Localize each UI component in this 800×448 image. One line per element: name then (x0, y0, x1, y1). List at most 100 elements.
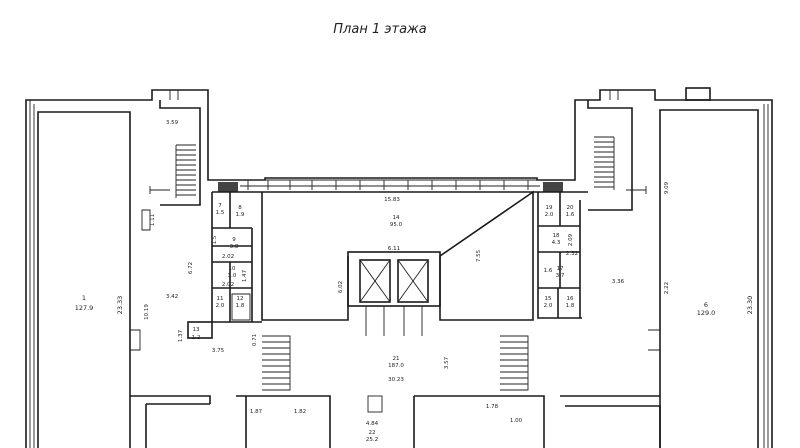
right-hall-area: 129.0 (697, 309, 716, 317)
right-roof-box (685, 87, 711, 101)
wc11-area: 2.0 (216, 303, 225, 309)
left-corr-0-71: 0.71 (252, 334, 258, 346)
lobby-stairs-left (262, 335, 291, 391)
elevator-doors (365, 306, 423, 336)
r20-num: 20 (567, 205, 574, 211)
central-6-02: 6.02 (338, 281, 344, 293)
wc-1-47: 1.47 (242, 269, 248, 282)
left-corr-len: 10.19 (144, 304, 150, 320)
central-7-55: 7.55 (476, 249, 482, 262)
elevator-left (359, 259, 391, 303)
r17-num: 17 (557, 266, 564, 272)
central-window-row (240, 179, 540, 190)
r16b-area: 1.8 (566, 303, 575, 309)
wc9-area: 3.8 (230, 244, 239, 250)
wc-2-02b: 2.02 (222, 282, 234, 288)
r20-area: 1.6 (566, 212, 575, 218)
side-door-frames (130, 329, 661, 351)
left-stair-width: 3.59 (166, 120, 179, 126)
wc11-num: 11 (217, 296, 224, 302)
lobby-1-87: 1.87 (250, 409, 263, 415)
r19-area: 2.0 (545, 212, 554, 218)
right-stair-arrow (626, 186, 647, 194)
elevator-right (397, 259, 429, 303)
central-area: 95.0 (390, 222, 403, 228)
left-hall-area: 127.9 (75, 304, 94, 312)
plan-title: План 1 этажа (333, 22, 426, 37)
wc8-area: 1.9 (236, 212, 245, 218)
wc-1-5: 1.5 (212, 235, 218, 244)
right-stair-block (587, 100, 633, 211)
left-corr-width2: 3.42 (166, 294, 178, 300)
right-corr-width: 3.36 (612, 279, 625, 285)
r18-area: 4.3 (552, 240, 561, 246)
wc8-num: 8 (238, 205, 242, 211)
left-wing-inner-wall (37, 111, 131, 448)
wc-2-02a: 2.02 (222, 254, 234, 260)
lobby-1-00: 1.00 (510, 418, 523, 424)
left-stair-marks (169, 90, 179, 100)
elevator-block (347, 251, 441, 307)
room22-width: 4.84 (366, 421, 379, 427)
wc7-area: 1.5 (216, 210, 225, 216)
right-wing-window-strip (763, 104, 769, 448)
room-13-area: 1.2 (192, 335, 201, 341)
room-13-num: 13 (193, 327, 200, 333)
lobby-1-82: 1.82 (294, 409, 306, 415)
r18-num: 18 (553, 233, 560, 239)
r19-num: 19 (546, 205, 553, 211)
left-corr-depth: 6.72 (188, 262, 194, 274)
right-hall-num: 6 (704, 301, 708, 309)
lobby-lower-wall (130, 395, 661, 448)
wc10-area: 3.0 (228, 273, 237, 279)
room22-num: 22 (369, 430, 376, 436)
r16b-num: 16 (567, 296, 574, 302)
left-wing-outer-wall (25, 89, 773, 448)
lobby-pillar (367, 395, 383, 413)
left-column-block (218, 182, 238, 192)
central-num: 14 (393, 215, 400, 221)
wc9-num: 9 (232, 237, 236, 243)
wc12-area: 1.8 (236, 303, 245, 309)
r17-area: 3.7 (556, 273, 565, 279)
left-hall-length: 23.33 (116, 296, 124, 315)
r15-num: 15 (545, 296, 552, 302)
left-corr-w: 1.11 (150, 214, 156, 226)
right-wing-inner-wall (659, 109, 759, 448)
left-stair-arrow (149, 186, 170, 194)
r15-area: 2.0 (544, 303, 553, 309)
lobby-length: 30.23 (388, 377, 404, 383)
left-stair-block (159, 100, 201, 206)
left-corr-3-75: 3.75 (212, 348, 225, 354)
left-wing-window-strip (29, 100, 35, 448)
lobby-area: 187.0 (388, 363, 404, 369)
left-corr-1-37: 1.37 (178, 329, 184, 342)
room22-area: 25.2 (366, 437, 378, 443)
lobby-3-57: 3.57 (444, 356, 450, 369)
wc7-num: 7 (218, 203, 222, 209)
r16-num: 1.6 (544, 268, 553, 274)
right-wc-cluster (533, 191, 588, 319)
elevator-cross (359, 259, 429, 303)
right-stair-marks (609, 90, 619, 100)
central-6-11: 6.11 (388, 246, 400, 252)
wc12-num: 12 (237, 296, 244, 302)
right-2-22: 2.22 (664, 282, 670, 294)
lobby-num: 21 (393, 356, 400, 362)
right-column-block (543, 182, 563, 192)
left-hall-num: 1 (82, 294, 86, 302)
left-door-frame (141, 209, 151, 231)
central-length: 15.83 (384, 197, 400, 203)
left-wc-inner (231, 293, 251, 321)
lobby-stairs-right (500, 335, 529, 391)
wc10-num: 10 (229, 266, 236, 272)
right-9-09: 9.09 (664, 181, 670, 194)
r-2-09: 2.09 (568, 233, 574, 246)
left-stair-treads (175, 144, 196, 198)
lobby-1-78: 1.78 (486, 404, 499, 410)
right-stair-treads (594, 136, 615, 190)
r-2-32: 2.32 (566, 251, 578, 257)
room-13 (187, 321, 213, 339)
